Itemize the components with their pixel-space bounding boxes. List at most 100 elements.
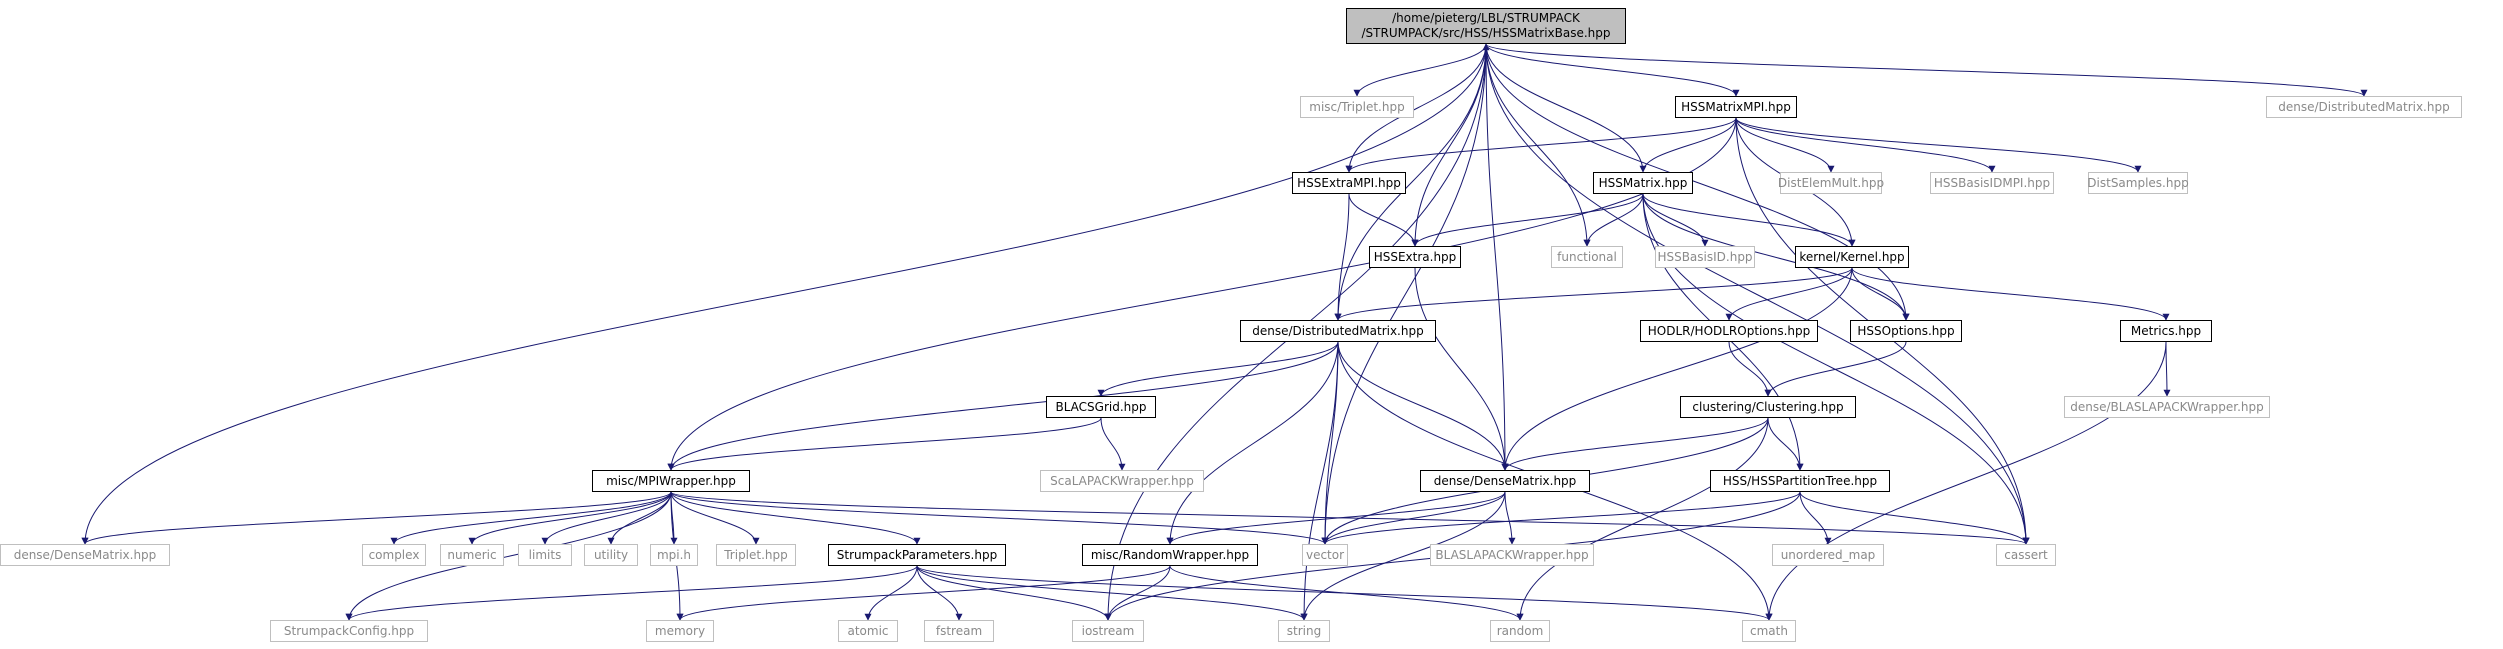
edge-blacsgrid-to-mpiwrapper — [667, 417, 1102, 471]
edge-kernel-to-hodlr_options — [1725, 267, 1853, 321]
edge-hssmatrix-to-hssextra — [1411, 193, 1644, 247]
node-strumpackparameters[interactable]: StrumpackParameters.hpp — [828, 544, 1006, 566]
node-dense-distributedmatrix[interactable]: dense/DistributedMatrix.hpp — [1240, 320, 1436, 342]
edge-root-to-hssoptions — [1485, 43, 1910, 321]
node-hssmatrix[interactable]: HSSMatrix.hpp — [1593, 172, 1693, 194]
edge-mpiwrapper-to-triplet — [670, 491, 760, 545]
edge-hssmatrixmpi-to-hssextrampi — [1345, 117, 1737, 173]
node-hssmatrixmpi[interactable]: HSSMatrixMPI.hpp — [1675, 96, 1797, 118]
edge-root-to-cassert — [1485, 43, 2030, 545]
edge-clustering-to-densematrix — [1501, 417, 1769, 471]
edge-mpiwrapper-to-cassert — [670, 491, 2030, 545]
node-misc-randomwrapper[interactable]: misc/RandomWrapper.hpp — [1082, 544, 1258, 566]
node-atomic: atomic — [838, 620, 898, 642]
edge-mpiwrapper-to-complex — [390, 491, 672, 545]
edge-mpiwrapper-to-limits — [541, 491, 672, 545]
edge-randomwrapper-to-iostream — [1104, 565, 1171, 621]
edge-root-to-hssmatrixmpi — [1485, 43, 1740, 97]
edge-hsspartitiontree-to-vector — [1321, 491, 1801, 545]
node-distsamples: DistSamples.hpp — [2087, 172, 2189, 194]
node-kernel[interactable]: kernel/Kernel.hpp — [1795, 246, 1909, 268]
edge-mpiwrapper-to-strumpackconfig — [345, 491, 672, 621]
edge-hsspartitiontree-to-unordered_map — [1799, 491, 1832, 545]
edge-dense_distmatrix-to-blacsgrid — [1097, 341, 1339, 397]
edge-mpiwrapper-to-densematrix_ext — [81, 491, 672, 545]
edge-blacsgrid-to-scalapack — [1100, 417, 1126, 471]
edge-hssmatrix-to-hssbasisid — [1642, 193, 1709, 247]
edge-hssmatrixmpi-to-mpiwrapper — [667, 117, 1737, 471]
node-hssbasisid: HSSBasisID.hpp — [1655, 246, 1755, 268]
node-dense-densematrix[interactable]: dense/DenseMatrix.hpp — [1420, 470, 1590, 492]
node-blacsgrid[interactable]: BLACSGrid.hpp — [1046, 396, 1156, 418]
node-hssoptions[interactable]: HSSOptions.hpp — [1850, 320, 1962, 342]
node-scalapackwrapper: ScaLAPACKWrapper.hpp — [1040, 470, 1204, 492]
edge-dense_distmatrix-to-string — [1300, 341, 1339, 621]
edge-hssextrampi-to-hssextra — [1348, 193, 1419, 247]
node-complex: complex — [362, 544, 426, 566]
node-metrics[interactable]: Metrics.hpp — [2120, 320, 2212, 342]
edge-clustering-to-hsspartitiontree — [1767, 417, 1804, 471]
edge-kernel-to-dense_distmatrix — [1334, 267, 1853, 321]
edge-mpiwrapper-to-strumpackparams — [670, 491, 921, 545]
edge-strumpackparams-to-iostream — [916, 565, 1112, 621]
edge-hssmatrix-to-root — [1482, 43, 1644, 173]
edge-root-to-hssextrampi — [1345, 43, 1487, 173]
edge-randomwrapper-to-random — [1169, 565, 1524, 621]
edge-densematrix-to-blaslapack — [1504, 491, 1516, 545]
node-strumpackconfig: StrumpackConfig.hpp — [270, 620, 428, 642]
node-memory: memory — [646, 620, 714, 642]
node-clustering[interactable]: clustering/Clustering.hpp — [1680, 396, 1856, 418]
node-dense-distributedmatrix-external: dense/DistributedMatrix.hpp — [2266, 96, 2462, 118]
node-utility: utility — [584, 544, 638, 566]
edge-dense_distmatrix-to-densematrix — [1337, 341, 1509, 471]
edge-mpiwrapper-to-vector — [670, 491, 1329, 545]
edge-root-to-densematrix — [1485, 43, 1509, 471]
edge-strumpackparams-to-atomic — [864, 565, 918, 621]
node-cmath: cmath — [1742, 620, 1796, 642]
node-hss-hsspartitiontree[interactable]: HSS/HSSPartitionTree.hpp — [1710, 470, 1890, 492]
root-path-line1: /home/pieterg/LBL/STRUMPACK — [1392, 11, 1580, 25]
edge-strumpackparams-to-strumpackconfig — [345, 565, 918, 621]
node-misc-triplet: misc/Triplet.hpp — [1300, 96, 1414, 118]
edge-hssoptions-to-clustering — [1764, 341, 1907, 397]
edge-densematrix-to-string — [1300, 491, 1506, 621]
edge-kernel-to-hssoptions — [1851, 267, 1910, 321]
node-mpi-h: mpi.h — [650, 544, 698, 566]
edge-root-to-dense_distmatrix_ext — [1485, 43, 2368, 97]
edge-mpiwrapper-to-numeric — [468, 491, 672, 545]
node-vector: vector — [1302, 544, 1348, 566]
edge-hssmatrixmpi-to-distsamples — [1735, 117, 2142, 173]
node-hssextrampi[interactable]: HSSExtraMPI.hpp — [1292, 172, 1406, 194]
edge-kernel-to-densematrix — [1501, 267, 1853, 471]
edge-densematrix-to-vector — [1321, 491, 1506, 545]
root-path-line2: /STRUMPACK/src/HSS/HSSMatrixBase.hpp — [1361, 26, 1611, 40]
node-unordered-map: unordered_map — [1772, 544, 1884, 566]
edge-kernel-to-metrics — [1851, 267, 2170, 321]
node-blaslapackwrapper: BLASLAPACKWrapper.hpp — [1430, 544, 1594, 566]
node-dense-blaslapackwrapper: dense/BLASLAPACKWrapper.hpp — [2064, 396, 2270, 418]
node-hssextra[interactable]: HSSExtra.hpp — [1369, 246, 1461, 268]
edge-hssmatrix-to-functional — [1583, 193, 1644, 247]
node-iostream: iostream — [1072, 620, 1144, 642]
edge-hodlr_options-to-clustering — [1728, 341, 1772, 397]
node-misc-mpiwrapper[interactable]: misc/MPIWrapper.hpp — [592, 470, 750, 492]
node-fstream: fstream — [924, 620, 994, 642]
edge-root-to-hssextra — [1411, 43, 1487, 247]
node-numeric: numeric — [440, 544, 504, 566]
edge-root-to-triplet_misc — [1353, 43, 1487, 97]
edge-hsspartitiontree-to-cassert — [1799, 491, 2030, 545]
edge-root-to-dense_distmatrix — [1334, 43, 1487, 321]
edge-strumpackparams-to-string — [916, 565, 1308, 621]
edge-root-to-vector — [1321, 43, 1487, 545]
edge-dense_distmatrix-to-mpiwrapper — [667, 341, 1339, 471]
root-file-node: /home/pieterg/LBL/STRUMPACK /STRUMPACK/s… — [1346, 8, 1626, 44]
node-random: random — [1490, 620, 1550, 642]
node-hodlr-hodlroptions[interactable]: HODLR/HODLROptions.hpp — [1640, 320, 1818, 342]
edge-hssmatrixmpi-to-distelemmult — [1735, 117, 1835, 173]
node-string: string — [1278, 620, 1330, 642]
edge-hssextra-to-densematrix — [1414, 267, 1509, 471]
edge-hssmatrixmpi-to-hssmatrix — [1639, 117, 1737, 173]
node-functional: functional — [1551, 246, 1623, 268]
node-triplet: Triplet.hpp — [716, 544, 796, 566]
